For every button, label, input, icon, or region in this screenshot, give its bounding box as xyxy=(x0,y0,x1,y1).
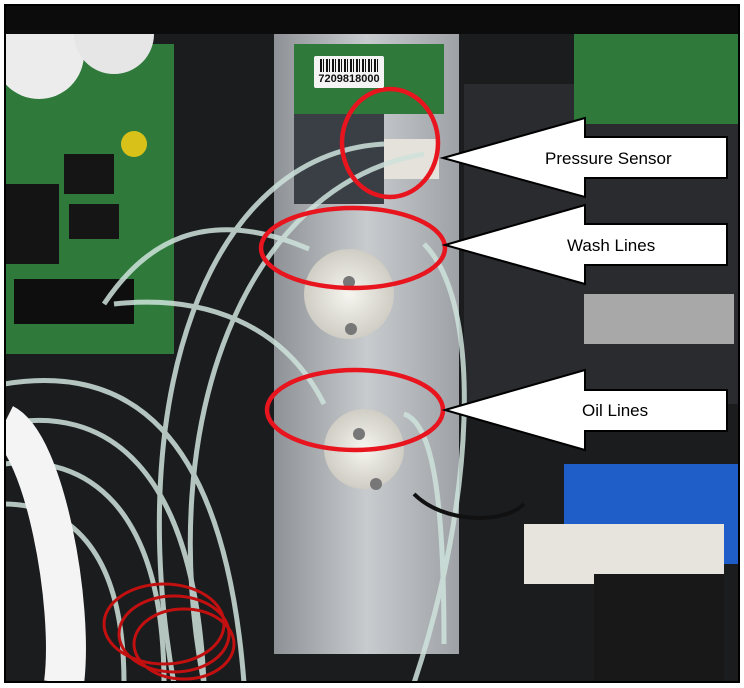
photo-border xyxy=(4,4,740,683)
yellow-button xyxy=(121,131,147,157)
wash-lines-arrow xyxy=(441,203,728,286)
chip xyxy=(64,154,114,194)
screw xyxy=(343,276,355,288)
screw xyxy=(370,478,382,490)
screw xyxy=(353,428,365,440)
chip xyxy=(69,204,119,239)
callout-arrows xyxy=(439,116,728,452)
barcode-number: 7209818000 xyxy=(318,73,380,85)
wash-pump xyxy=(304,249,394,339)
oil-lines-arrow xyxy=(441,368,728,452)
tubing xyxy=(3,141,467,685)
barcode-bars xyxy=(320,59,378,72)
callout-oil-lines: Oil Lines xyxy=(582,401,649,420)
top-frame xyxy=(4,4,740,34)
red-tube-coils xyxy=(102,582,236,681)
barcode-label: 7209818000 xyxy=(314,56,384,88)
callout-wash-lines: Wash Lines xyxy=(567,236,656,255)
callout-pressure-sensor: Pressure Sensor xyxy=(545,149,672,168)
white-tube xyxy=(0,406,86,686)
black-tube xyxy=(412,492,526,520)
pressure-sensor-arrow xyxy=(439,116,728,199)
wash-lines-highlight xyxy=(258,205,448,291)
valve-block xyxy=(584,294,734,344)
screw xyxy=(345,323,357,335)
motor xyxy=(594,574,724,683)
pressure-sensor-highlight xyxy=(339,86,441,200)
chip xyxy=(4,184,59,264)
